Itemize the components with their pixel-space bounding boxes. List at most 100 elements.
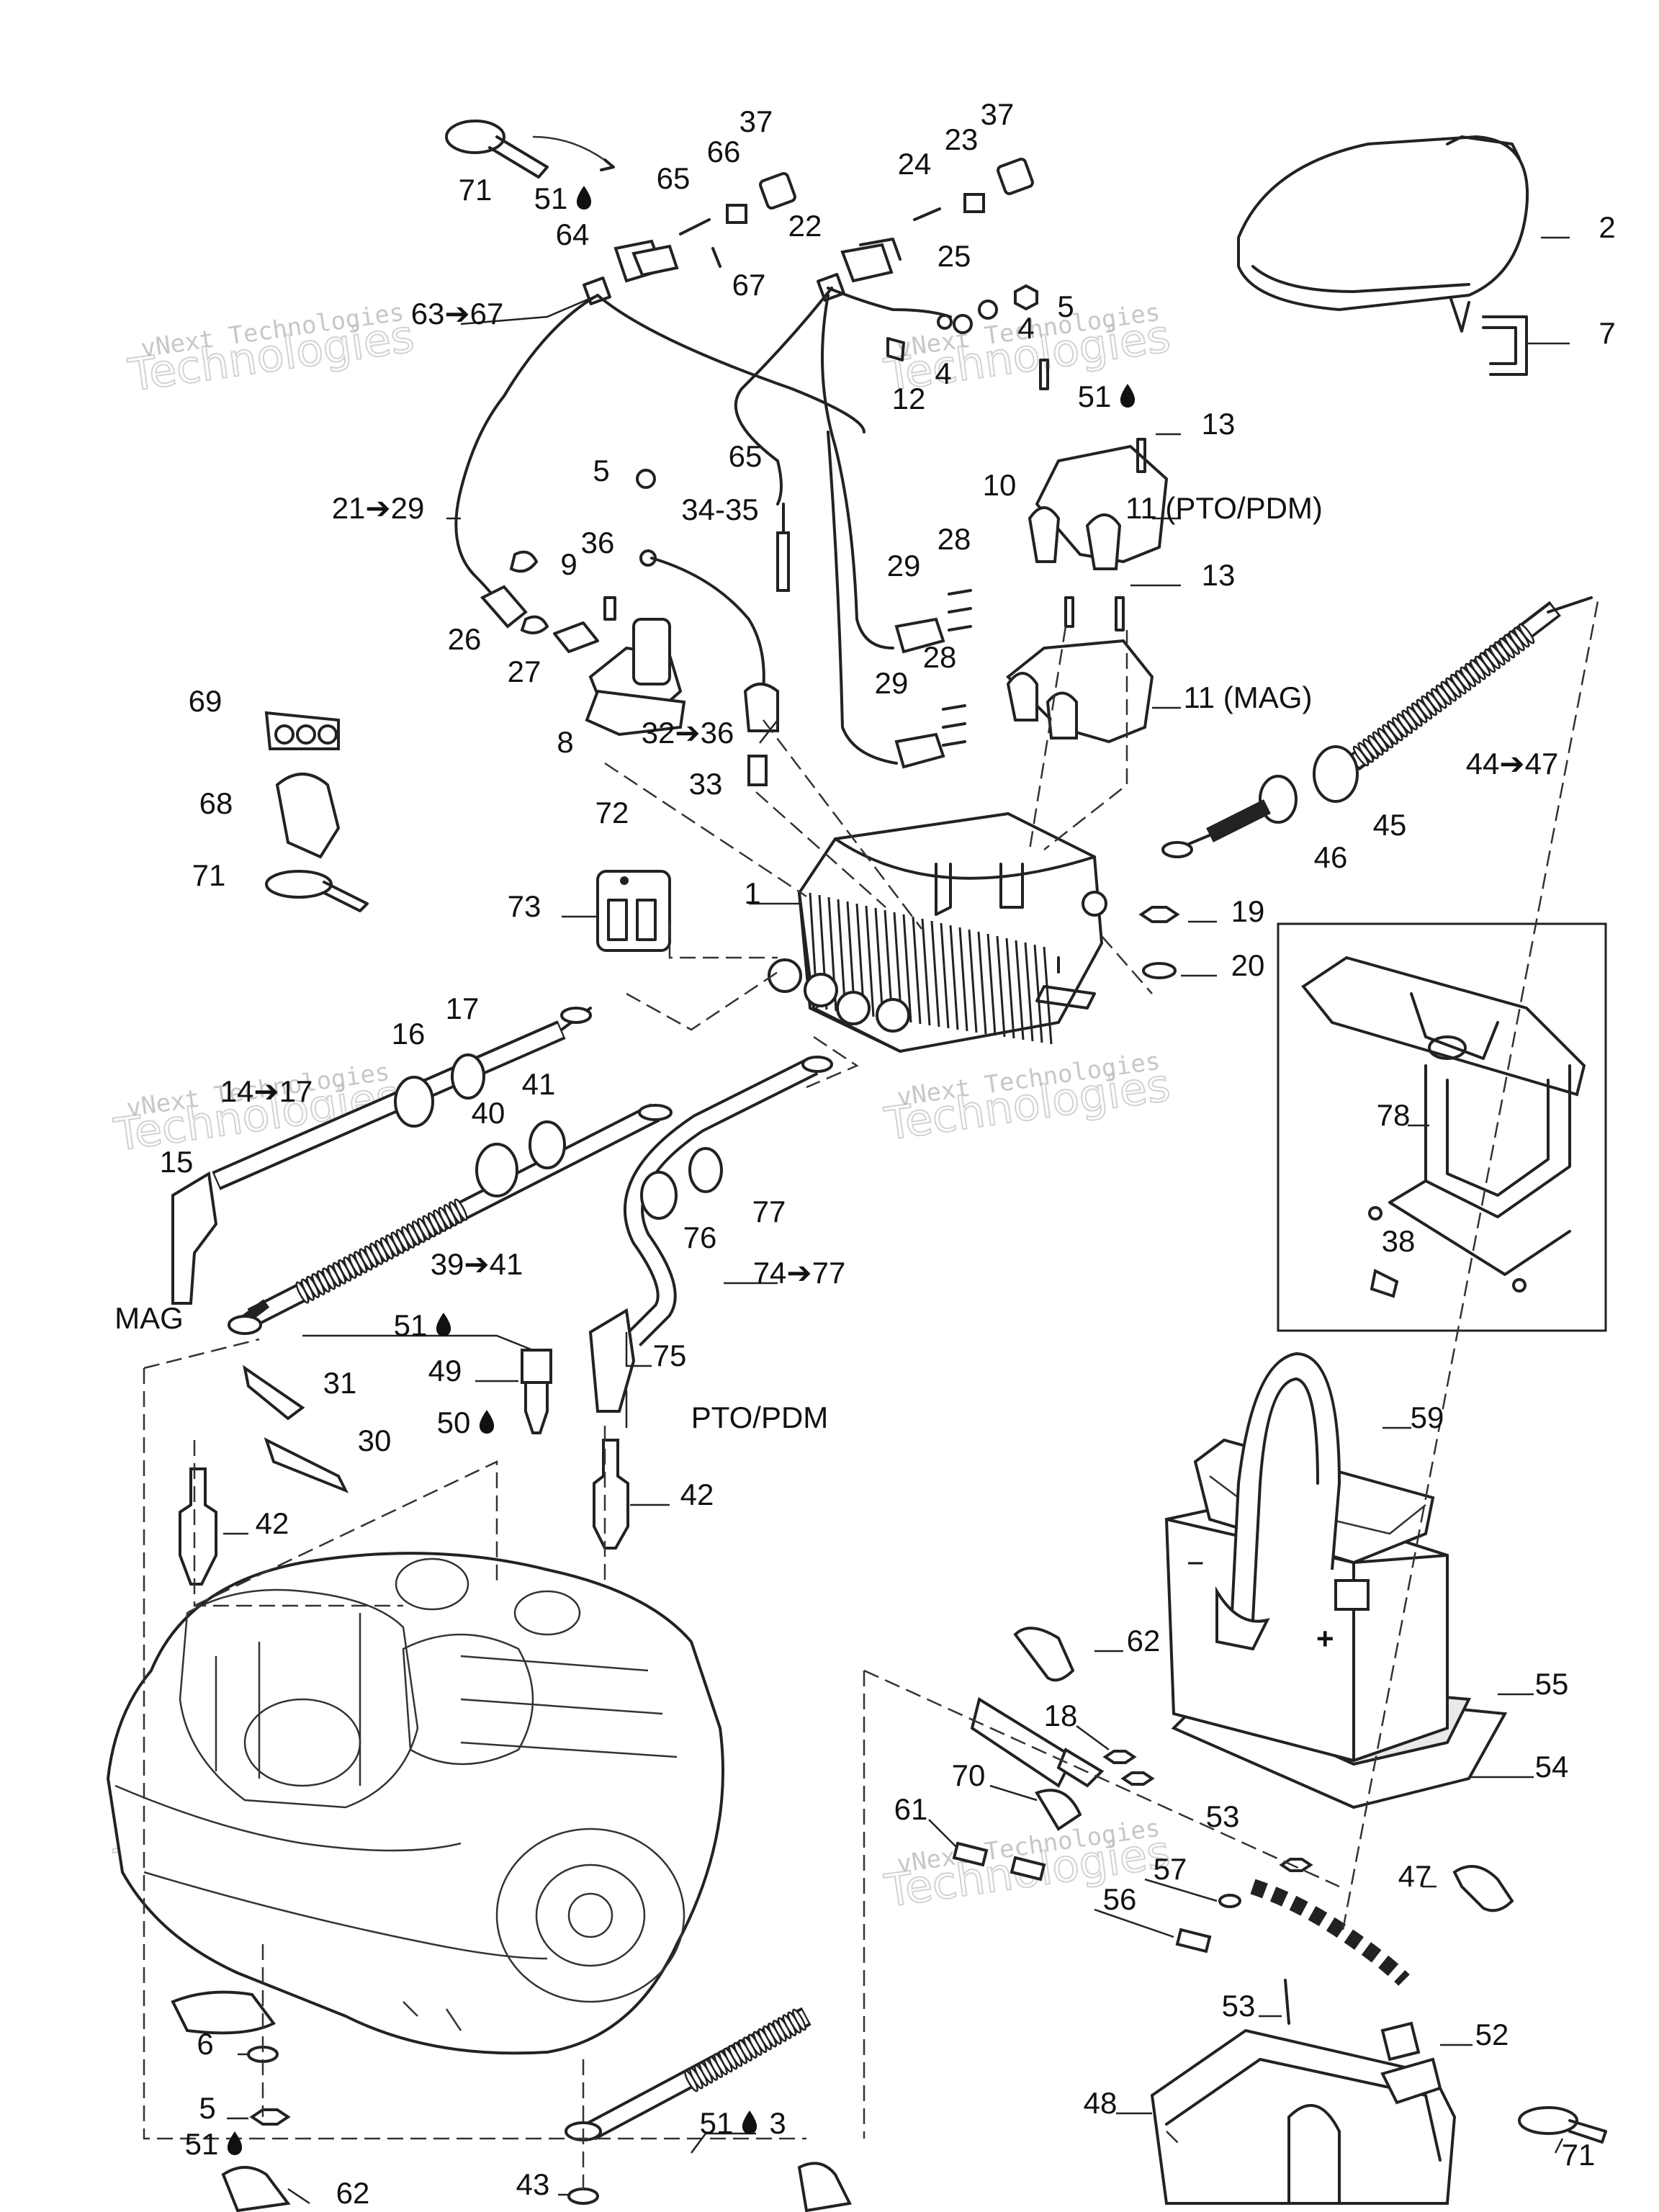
callout-label: 5	[199, 2091, 215, 2125]
nut-19-washer-20	[1138, 906, 1180, 979]
callout-label: 51	[185, 2127, 219, 2161]
callout-label: 9	[560, 547, 577, 581]
callout-label: 46	[1314, 840, 1348, 874]
callout-label: 20	[1231, 948, 1265, 982]
callout-label: 12	[892, 382, 926, 415]
callout-label: 52	[1475, 2018, 1509, 2051]
callout-label: 54	[1535, 1750, 1569, 1784]
callout-label: 53	[1206, 1799, 1240, 1833]
battery-plus-icon: +	[1316, 1622, 1334, 1655]
callout-label: 51	[394, 1308, 428, 1342]
callout-label: 22	[788, 209, 822, 243]
cover-2	[1237, 135, 1529, 376]
callout-label: 73	[508, 889, 541, 923]
callout-label: 38	[1382, 1224, 1416, 1258]
oil-drop-icon	[576, 186, 592, 210]
connectors-29-28	[894, 589, 972, 769]
callout-label: 4	[935, 356, 951, 390]
clips-69-68	[264, 711, 369, 912]
callout-label: 2	[1599, 210, 1615, 244]
callout-label: 74➔77	[753, 1256, 846, 1290]
arrow-callout-label: 14➔17	[220, 1074, 313, 1108]
callout-label: 34-35	[681, 493, 758, 526]
arrow-callout-label: 63➔67	[411, 297, 504, 331]
callout-label: MAG	[114, 1301, 184, 1335]
callout-label: 40	[472, 1096, 505, 1130]
callout-label: 8	[557, 725, 573, 759]
callout-label: 78	[1377, 1098, 1411, 1132]
oil-drop-icon	[742, 2110, 757, 2134]
callout-label: 51	[700, 2106, 734, 2140]
callout-label: 25	[938, 239, 971, 273]
callout-label: 55	[1535, 1667, 1569, 1701]
callout-label: 28	[938, 522, 971, 556]
callout-label: 42	[256, 1506, 289, 1540]
callout-label: 1	[744, 876, 760, 910]
callout-label: 5	[1057, 289, 1074, 323]
leader-lines	[223, 236, 1570, 2205]
callout-label: 72	[595, 796, 629, 830]
callout-label: 13	[1202, 558, 1236, 592]
cable-44-47	[1161, 596, 1593, 858]
callout-label: 29	[875, 666, 909, 700]
callout-label: 48	[1084, 2086, 1118, 2120]
callout-label: 10	[983, 468, 1017, 502]
callout-label: 62	[336, 2176, 370, 2210]
callout-label: PTO/PDM	[691, 1401, 829, 1434]
callout-label: 45	[1373, 808, 1407, 842]
oil-drop-icon	[227, 2131, 243, 2155]
battery-cable-3	[565, 2007, 811, 2141]
callout-label: 37	[739, 104, 773, 138]
battery-tray-48	[1150, 1979, 1607, 2205]
sensor-49	[243, 1349, 552, 1493]
callout-label: 61	[894, 1792, 928, 1826]
callout-label: 75	[653, 1339, 687, 1372]
oil-drop-icon	[1120, 384, 1136, 408]
callout-label: 19	[1231, 894, 1265, 928]
callout-label: 13	[1202, 407, 1236, 441]
battery-minus-icon: −	[1187, 1546, 1205, 1580]
callout-label: 70	[952, 1758, 986, 1792]
callout-label: 18	[1044, 1699, 1078, 1732]
callout-label: 24	[898, 147, 932, 181]
cable-tie-71-top	[445, 120, 615, 179]
battery-bracket-78	[1277, 922, 1607, 1332]
callout-label: 4	[1017, 311, 1034, 345]
callout-label: 6	[197, 2027, 213, 2061]
battery-55: − +	[1164, 1352, 1508, 1809]
callout-label: 56	[1103, 1882, 1137, 1916]
callout-label: 26	[448, 622, 482, 656]
callout-label: 33	[689, 767, 723, 801]
callout-label: 66	[707, 135, 741, 168]
callout-label: 71	[192, 858, 226, 892]
callout-label: 41	[522, 1067, 556, 1101]
callout-label: 59	[1411, 1401, 1444, 1434]
hardware-6-5-43	[221, 2046, 852, 2212]
callout-label: 69	[189, 684, 222, 718]
callout-label: 62	[1127, 1624, 1161, 1658]
engine	[106, 1552, 724, 2055]
callout-label: 57	[1154, 1852, 1187, 1886]
ignition-coil-11	[1006, 359, 1169, 744]
callout-label: 7	[1599, 316, 1615, 350]
callout-label: 43	[516, 2167, 550, 2201]
terminal-hardware	[952, 1627, 1514, 1986]
callout-label: 5	[593, 454, 609, 487]
callout-label: 39➔41	[431, 1247, 523, 1281]
callout-label: 65	[657, 161, 691, 195]
oil-drop-icon	[436, 1313, 451, 1336]
callout-label: 36	[581, 526, 615, 559]
callout-label: 28	[923, 640, 957, 674]
callout-label: 29	[887, 549, 921, 583]
callout-label: 15	[160, 1145, 194, 1179]
starter-solenoid-8	[480, 469, 790, 786]
callout-label: 47	[1398, 1859, 1432, 1893]
callout-label: 64	[556, 217, 590, 251]
callout-label: 31	[323, 1366, 357, 1400]
callout-label: 77	[752, 1195, 786, 1228]
arrow-callout-label: 21➔29	[332, 491, 425, 525]
callout-label: 11 (MAG)	[1184, 680, 1313, 714]
assembly-lines	[143, 597, 1600, 2196]
